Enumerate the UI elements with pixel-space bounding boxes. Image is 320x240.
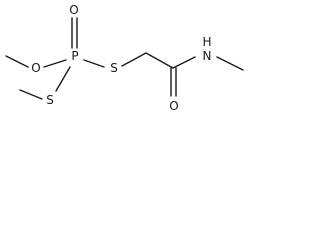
bond-ch2-c	[145, 52, 174, 69]
bond-p-s-bridge	[83, 59, 105, 68]
atom-sulfur-bridge: S	[110, 61, 118, 75]
atom-sulfur-methyl: S	[46, 93, 54, 107]
molecule-svg: O O P S S O N H	[5, 3, 244, 113]
bond-s-methyl	[19, 89, 43, 100]
atom-nitrogen-hydrogen: H	[202, 35, 211, 49]
bond-s-ch2	[121, 52, 147, 67]
bond-p-s-methyl	[55, 66, 71, 92]
structure-diagram: O O P S S O N H	[0, 0, 250, 118]
atom-o-phosphoryl: O	[69, 3, 78, 17]
bond-c-n	[172, 56, 196, 69]
bond-o-methyl	[5, 55, 29, 68]
atom-phosphorus: P	[71, 49, 78, 63]
bond-n-methyl	[216, 56, 244, 71]
atom-o-ester: O	[31, 61, 40, 75]
atom-nitrogen: N	[203, 49, 212, 63]
atom-o-amide: O	[169, 99, 178, 113]
bond-p-o-ester	[43, 59, 67, 68]
